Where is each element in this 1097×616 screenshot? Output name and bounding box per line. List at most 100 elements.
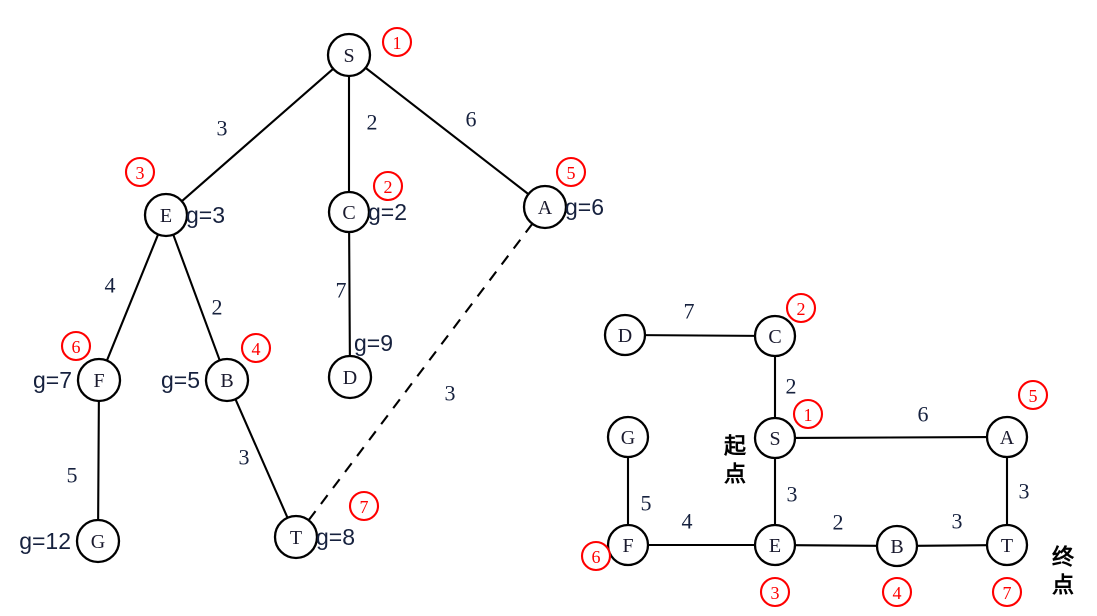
tree-node-G[interactable]: G: [75, 518, 121, 564]
graph-node-circle-F2: [606, 523, 650, 567]
tree-edge-C-D: [348, 230, 351, 358]
tree-node-circle-B: [204, 357, 250, 403]
tree-order-badge-circle-T: [348, 490, 380, 522]
graph-node-label-F2: F: [622, 535, 633, 557]
tree-node-label-B: B: [220, 370, 233, 392]
tree-order-badge-S: 1: [381, 26, 413, 58]
tree-cost-label-B: g=5: [161, 367, 200, 393]
tree-edge-weight-E-F: 4: [105, 273, 116, 298]
graph-edge-E2-B2: [793, 544, 879, 547]
tree-node-circle-A: [522, 184, 568, 230]
tree-order-badge-T: 7: [348, 490, 380, 522]
tree-edge-E-F: [105, 233, 160, 362]
tree-order-badge-A: 5: [555, 156, 587, 188]
graph-node-circle-G2: [606, 415, 650, 459]
tree-node-label-T: T: [290, 527, 302, 549]
tree-order-badge-F: 6: [60, 330, 92, 362]
graph-node-label-C2: C: [768, 326, 781, 348]
annotation-goal-label-line-1: 点: [1052, 573, 1074, 599]
graph-order-badge-T2: 7: [991, 576, 1023, 608]
tree-order-badge-label-F: 6: [72, 337, 81, 357]
graph-node-F2[interactable]: F: [606, 523, 650, 567]
tree-node-label-C: C: [342, 202, 355, 224]
graph-node-label-E2: E: [769, 535, 781, 557]
graph-order-badge-B2: 4: [881, 576, 913, 608]
graph-node-S2[interactable]: S: [753, 416, 797, 460]
graph-order-badge-F2: 6: [580, 540, 612, 572]
tree-cost-label-A: g=6: [565, 194, 604, 220]
tree-order-badge-label-T: 7: [360, 497, 369, 517]
tree-node-B[interactable]: B: [204, 357, 250, 403]
tree-node-C[interactable]: C: [327, 190, 371, 234]
graph-node-B2[interactable]: B: [875, 524, 919, 568]
tree-node-T[interactable]: T: [273, 514, 319, 560]
graph-order-badge-circle-C2: [785, 292, 817, 324]
graph-node-E2[interactable]: E: [753, 523, 797, 567]
tree-order-badge-circle-F: [60, 330, 92, 362]
tree-node-circle-F: [76, 357, 122, 403]
graph-node-circle-E2: [753, 523, 797, 567]
graph-order-badge-circle-E2: [759, 576, 791, 608]
annotation-start-label-line-1: 点: [724, 462, 746, 488]
tree-order-badge-label-S: 1: [393, 33, 402, 53]
tree-edge-weight-B-T: 3: [239, 445, 250, 470]
tree-order-badge-E: 3: [124, 156, 156, 188]
graph-edge-weight-S2-A2: 6: [918, 402, 929, 427]
tree-order-badge-circle-B: [240, 332, 272, 364]
tree-node-circle-T: [273, 514, 319, 560]
graph-node-label-G2: G: [621, 427, 635, 449]
graph-edge-weight-F2-E2: 4: [682, 509, 693, 534]
graph-node-T2[interactable]: T: [985, 523, 1029, 567]
tree-node-E[interactable]: E: [143, 192, 189, 238]
graph-node-D2[interactable]: D: [603, 313, 647, 357]
graph-node-circle-C2: [753, 314, 797, 358]
graph-node-circle-T2: [985, 523, 1029, 567]
tree-cost-label-G: g=12: [19, 528, 71, 554]
graph-order-badge-circle-T2: [991, 576, 1023, 608]
tree-node-F[interactable]: F: [76, 357, 122, 403]
graph-edge-D2-C2: [643, 334, 757, 337]
graph-node-A2[interactable]: A: [985, 415, 1029, 459]
graph-order-badge-label-F2: 6: [592, 547, 601, 567]
tree-node-A[interactable]: A: [522, 184, 568, 230]
tree-edge-weight-S-E: 3: [217, 116, 228, 141]
tree-order-badge-circle-E: [124, 156, 156, 188]
tree-node-D[interactable]: D: [327, 354, 373, 400]
graph-order-badge-label-T2: 7: [1003, 583, 1012, 603]
graph-edge-weight-S2-E2: 3: [787, 482, 798, 507]
tree-node-label-A: A: [538, 197, 553, 219]
tree-edge-E-B: [172, 233, 221, 362]
graph-order-badge-circle-B2: [881, 576, 913, 608]
annotation-goal-label-line-0: 终: [1052, 545, 1075, 571]
graph-node-circle-S2: [753, 416, 797, 460]
graph-edge-B2-T2: [915, 544, 989, 547]
tree-node-label-S: S: [343, 45, 354, 67]
graph-edge-weight-A2-T2: 3: [1019, 479, 1030, 504]
graph-order-badge-S2: 1: [792, 398, 824, 430]
tree-cost-label-E: g=3: [186, 202, 225, 228]
graph-node-label-B2: B: [890, 536, 903, 558]
tree-order-badge-C: 2: [372, 170, 404, 202]
tree-node-circle-E: [143, 192, 189, 238]
graph-node-label-S2: S: [769, 428, 780, 450]
tree-edge-weight-S-A: 6: [466, 107, 477, 132]
graph-order-badge-label-A2: 5: [1029, 386, 1038, 406]
tree-node-label-F: F: [93, 370, 104, 392]
tree-edge-weight-A-T: 3: [445, 381, 456, 406]
graph-node-C2[interactable]: C: [753, 314, 797, 358]
tree-node-label-G: G: [91, 531, 105, 553]
tree-node-label-D: D: [343, 367, 357, 389]
tree-edge-B-T: [234, 398, 289, 519]
tree-edge-F-G: [97, 399, 100, 522]
graph-order-badge-circle-A2: [1017, 379, 1049, 411]
tree-node-S[interactable]: S: [326, 32, 372, 78]
graph-order-badge-circle-S2: [792, 398, 824, 430]
graph-order-badge-label-S2: 1: [804, 405, 813, 425]
tree-cost-label-T: g=8: [316, 524, 355, 550]
graph-edge-weight-B2-T2: 3: [952, 509, 963, 534]
graph-node-G2[interactable]: G: [606, 415, 650, 459]
tree-order-badge-label-E: 3: [136, 163, 145, 183]
